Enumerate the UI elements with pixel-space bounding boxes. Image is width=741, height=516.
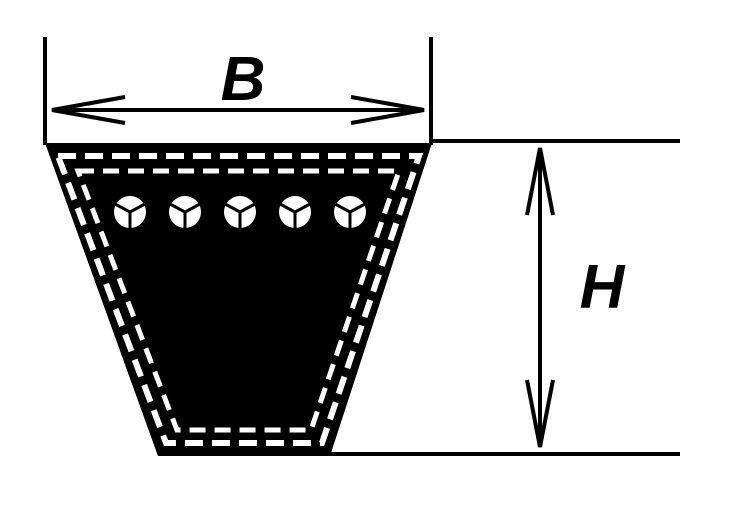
tension-cord	[279, 196, 311, 229]
tension-cords	[114, 196, 366, 229]
tension-cord	[224, 196, 256, 229]
width-label: B	[221, 45, 266, 114]
belt-inner-fabric-layer	[74, 168, 403, 433]
width-dimension-arrow	[51, 95, 425, 125]
belt-outer-fabric-layer	[53, 153, 424, 446]
tension-cord	[114, 196, 146, 229]
belt-body	[45, 143, 432, 456]
height-label: H	[580, 253, 626, 322]
tension-cord	[169, 196, 201, 229]
tension-cord	[334, 196, 366, 229]
height-dimension-arrow	[525, 147, 555, 448]
